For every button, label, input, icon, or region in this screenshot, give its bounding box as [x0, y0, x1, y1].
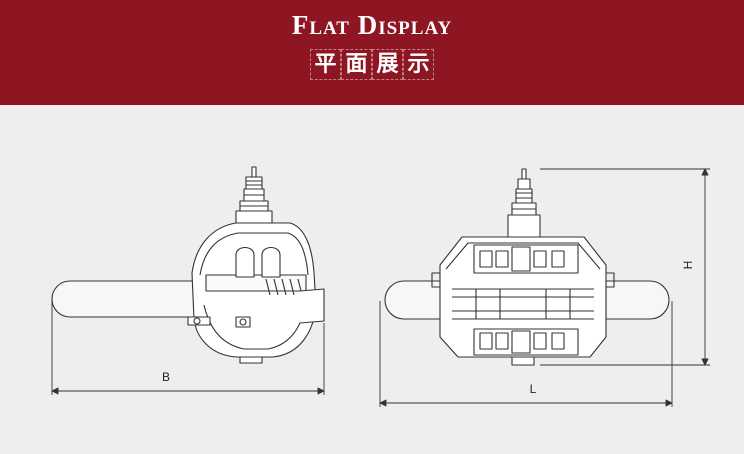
dimension-label-b: B — [162, 370, 170, 384]
subtitle-char-3: 展 — [372, 49, 403, 80]
subtitle-char-2: 面 — [341, 49, 372, 80]
subtitle-char-4: 示 — [403, 49, 434, 80]
dimension-label-h: H — [681, 261, 695, 270]
side-view-clamp — [51, 166, 325, 364]
technical-drawing: B L H — [51, 166, 710, 407]
header-banner: Flat Display 平 面 展 示 — [0, 0, 744, 105]
front-view-clamp — [384, 168, 670, 366]
dimension-lines — [51, 168, 710, 407]
subtitle-char-1: 平 — [310, 49, 341, 80]
dimension-label-l: L — [530, 382, 537, 396]
subtitle-row: 平 面 展 示 — [0, 49, 744, 80]
chinese-subtitle: 平 面 展 示 — [310, 49, 434, 80]
page-title: Flat Display — [291, 10, 453, 40]
